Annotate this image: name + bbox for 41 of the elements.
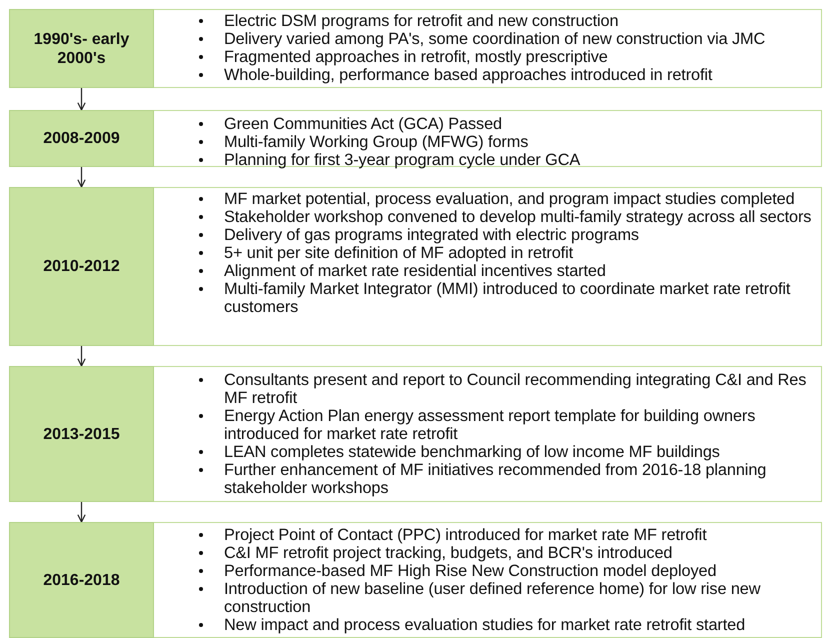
bullet-text: Planning for first 3-year program cycle under GCA [224, 151, 580, 169]
bullet-text: LEAN completes statewide benchmarking of low income MF buildings [224, 443, 720, 461]
details-panel [154, 9, 822, 88]
details-panel [154, 522, 822, 638]
arrow [77, 502, 86, 523]
period-label: 1990's- early 2000's [32, 30, 130, 68]
period-box [9, 9, 154, 88]
bullet-text: Project Point of Contact (PPC) introduced for market rate MF retrofit [224, 526, 707, 544]
bullet-text: New impact and process evaluation studies for market rate retrofit started [224, 616, 746, 634]
bullet-text: Multi-family Market Integrator (MMI) introduced to coordinate market rate retrofit customers [224, 280, 790, 316]
arrow [77, 346, 86, 367]
bullet-text: Performance-based MF High Rise New Construction model deployed [224, 562, 716, 580]
bullet-text: Alignment of market rate residential incentives started [224, 262, 606, 280]
period-box [9, 522, 154, 638]
details-panel [154, 110, 822, 167]
bullet-text: Green Communities Act (GCA) Passed [224, 115, 502, 133]
details-panel [154, 187, 822, 346]
bullet-text: 5+ unit per site definition of MF adopted in retrofit [224, 244, 574, 262]
period-box [9, 187, 154, 346]
bullet-text: MF market potential, process evaluation, and program impact studies completed [224, 190, 795, 208]
bullet-text: Delivery of gas programs integrated with electric programs [224, 226, 639, 244]
bullet-text: Energy Action Plan energy assessment report template for building owners introduced for market rate retrofit [224, 407, 756, 443]
period-label: 2013-2015 [42, 424, 121, 444]
bullet-text: Fragmented approaches in retrofit, mostly prescriptive [224, 48, 608, 66]
bullet-text: C&I MF retrofit project tracking, budgets, and BCR's introduced [224, 544, 672, 562]
arrow [77, 88, 86, 111]
arrow [77, 167, 86, 188]
period-box [9, 366, 154, 502]
period-label: 2016-2018 [42, 570, 121, 590]
period-label: 2008-2009 [42, 129, 121, 148]
bullet-text: Delivery varied among PA's, some coordination of new construction via JMC [224, 30, 766, 48]
bullet-text: Introduction of new baseline (user defined reference home) for low rise new construction [224, 580, 760, 616]
bullet-text: Whole-building, performance based approaches introduced in retrofit [224, 66, 712, 84]
bullet-text: Consultants present and report to Council recommending integrating C&I and Res MF retrofit [224, 371, 806, 407]
details-panel [154, 366, 822, 502]
bullet-text: Multi-family Working Group (MFWG) forms [224, 133, 528, 151]
bullet-text: Electric DSM programs for retrofit and new construction [224, 12, 618, 30]
bullet-text: Stakeholder workshop convened to develop multi-family strategy across all sectors [224, 208, 812, 226]
period-label: 2010-2012 [42, 257, 121, 276]
period-box [9, 110, 154, 167]
bullet-text: Further enhancement of MF initiatives recommended from 2016-18 planning stakeholder workshops [224, 461, 766, 497]
